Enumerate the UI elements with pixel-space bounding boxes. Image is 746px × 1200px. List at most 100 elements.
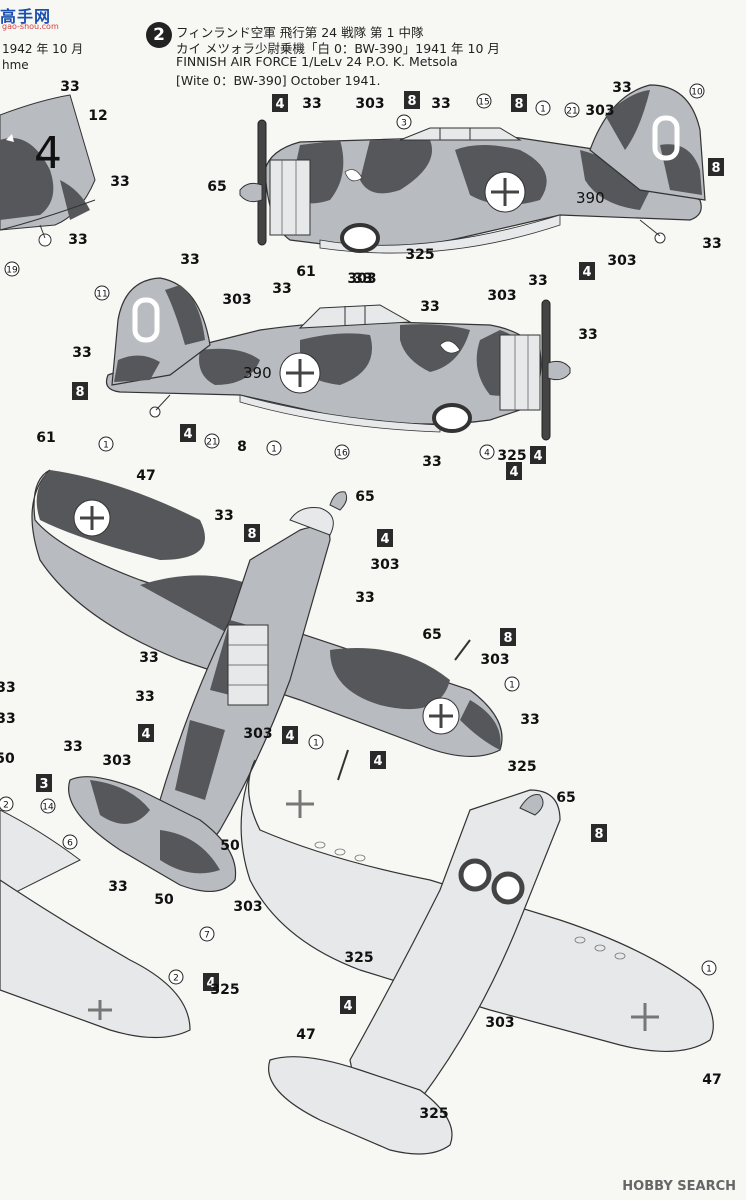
callout-number-14: 325 (405, 247, 434, 263)
callout-box-14 (282, 726, 298, 744)
callout-box-8 (530, 446, 546, 464)
callout-box-label-7: 4 (509, 465, 518, 480)
callout-number-18: 33 (420, 299, 439, 315)
callout-circle-label-12: 1 (509, 681, 515, 691)
callout-number-43: 303 (233, 899, 262, 915)
callout-number-36: 33 (135, 689, 154, 705)
callout-box-15 (370, 751, 386, 769)
callout-box-label-6: 4 (183, 427, 192, 442)
callout-number-55: 33 (0, 680, 16, 696)
callout-number-30: 33 (214, 508, 233, 524)
callout-circle-label-4: 21 (566, 107, 577, 117)
scheme-title-jp-2: カイ メツォラ少尉乗機「白 0：BW-390」1941 年 10 月 (176, 41, 500, 56)
callout-circle-label-3: 1 (540, 105, 546, 115)
callout-number-9: 303 (585, 103, 614, 119)
callout-box-label-9: 8 (247, 527, 256, 542)
callout-number-7: 33 (431, 96, 450, 112)
callout-number-52: 65 (556, 790, 575, 806)
callout-number-20: 33 (528, 273, 547, 289)
callout-box-label-0: 4 (275, 97, 284, 112)
callout-number-22: 8 (237, 439, 247, 455)
callout-box-4 (708, 158, 724, 176)
scheme-title-jp-1: フィンランド空軍 飛行第 24 戦隊 第 1 中隊 (176, 25, 424, 40)
callout-circle-label-13: 2 (3, 801, 9, 811)
callout-circle-label-7: 21 (206, 438, 217, 448)
scheme-number-badge: 2 (146, 22, 172, 48)
callout-circle-6 (94, 285, 110, 301)
callout-circle-14 (40, 798, 56, 814)
callout-circle-label-0: 19 (6, 266, 18, 276)
callout-circle-label-10: 4 (484, 449, 490, 459)
fuselage-code-right: 390 (576, 189, 605, 207)
callout-number-33: 33 (355, 590, 374, 606)
callout-box-label-11: 8 (503, 631, 512, 646)
callout-circle-10 (479, 444, 495, 460)
callout-number-38: 33 (63, 739, 82, 755)
watermark: HOBBY SEARCH (622, 1179, 736, 1194)
callout-number-21: 33 (72, 345, 91, 361)
callout-circle-0 (4, 261, 20, 277)
logo-text: 高手网 (0, 7, 52, 26)
callout-circle-label-8: 1 (103, 441, 109, 451)
callout-circle-label-6: 11 (96, 290, 107, 300)
logo-url: gao-shou.com (2, 22, 59, 31)
date-fragment: 1942 年 10 月 (2, 42, 84, 56)
callout-box-label-17: 4 (206, 976, 215, 991)
callout-box-1 (404, 91, 420, 109)
callout-circle-label-9: 16 (336, 449, 348, 459)
callout-box-label-12: 4 (141, 727, 150, 742)
callout-circle-16 (199, 926, 215, 942)
callout-circle-5 (689, 83, 705, 99)
callout-circle-7 (204, 433, 220, 449)
callout-box-label-16: 8 (594, 827, 603, 842)
callout-circle-8 (98, 436, 114, 452)
callout-circle-18 (168, 969, 184, 985)
callout-number-25: 33 (422, 454, 441, 470)
callout-number-11: 33 (702, 236, 721, 252)
callout-box-13 (36, 774, 52, 792)
fragment-code-4: 4 (34, 128, 62, 179)
callout-box-7 (506, 462, 522, 480)
callout-circle-12 (504, 676, 520, 692)
callout-circle-13 (0, 796, 14, 812)
callout-number-3: 33 (68, 232, 87, 248)
callout-box-label-10: 4 (380, 532, 389, 547)
callout-box-10 (377, 529, 393, 547)
callout-circle-11 (266, 440, 282, 456)
callout-number-19: 303 (487, 288, 516, 304)
callout-box-3 (579, 262, 595, 280)
callout-number-17: 33 (353, 271, 372, 287)
callout-circle-2 (476, 93, 492, 109)
callout-box-2 (511, 94, 527, 112)
callout-circle-label-17: 1 (313, 739, 319, 749)
callout-number-29: 47 (136, 468, 155, 484)
callout-number-44: 33 (108, 879, 127, 895)
callout-number-37: 303 (102, 753, 131, 769)
callout-number-47: 303 (485, 1015, 514, 1031)
scheme-title-en-2: [Wite 0：BW-390] October 1941. (176, 73, 381, 88)
callout-box-18 (340, 996, 356, 1014)
callout-box-9 (244, 524, 260, 542)
callout-box-label-4: 8 (711, 161, 720, 176)
callout-number-46: 325 (344, 950, 373, 966)
callout-box-label-18: 4 (343, 999, 352, 1014)
site-logo: 高手网 gao-shou.com (0, 2, 70, 34)
callout-circle-label-14: 14 (42, 803, 54, 813)
callout-circle-3 (535, 100, 551, 116)
callout-number-49: 325 (210, 982, 239, 998)
callout-box-label-5: 8 (75, 385, 84, 400)
callout-box-label-14: 4 (285, 729, 294, 744)
side-view-left: 0 390 (105, 277, 571, 441)
callout-number-28: 61 (36, 430, 55, 446)
callout-number-0: 33 (60, 79, 79, 95)
callout-number-40: 50 (154, 892, 174, 908)
callout-circle-1 (396, 114, 412, 130)
callout-box-12 (138, 724, 154, 742)
callout-number-10: 303 (607, 253, 636, 269)
callout-box-11 (500, 628, 516, 646)
callout-number-35: 33 (139, 650, 158, 666)
callout-box-label-15: 4 (373, 754, 382, 769)
callout-circle-19 (701, 960, 717, 976)
callout-circle-label-1: 3 (401, 119, 407, 129)
